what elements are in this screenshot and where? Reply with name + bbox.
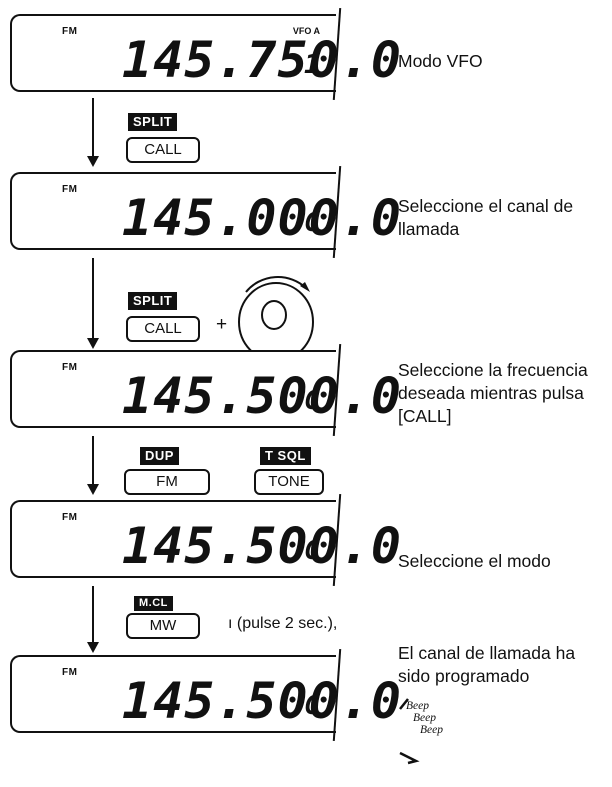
lcd-frequency: 145.500.0 <box>122 517 402 575</box>
lcd-mode-indicator: FM <box>62 184 78 195</box>
lcd-channel-indicator: C <box>304 691 320 721</box>
flow-arrow-head <box>87 156 99 167</box>
lcd-mode-indicator: FM <box>62 512 78 523</box>
beep-text-2: Beep <box>413 712 436 724</box>
split-function-label: SPLIT <box>128 292 178 310</box>
lcd-frequency: 145.500.0 <box>122 672 402 730</box>
mcl-function-label: M.CL <box>134 596 173 611</box>
lcd-display-call: FM 145.000.0 C <box>10 166 401 258</box>
lcd-mode-indicator: FM <box>62 26 78 37</box>
lcd-frequency: 145.000.0 <box>122 189 402 247</box>
flow-arrow-head <box>87 484 99 495</box>
call-key[interactable]: CALL <box>126 316 200 342</box>
fm-key[interactable]: FM <box>124 469 210 495</box>
lcd-display-programmed: FM 145.500.0 C <box>10 649 401 741</box>
lcd-display-mode: FM 145.500.0 C <box>10 494 401 586</box>
flow-arrow-line <box>92 586 94 644</box>
plus-sign: + <box>216 314 228 335</box>
beep-text-1: Beep <box>406 700 429 712</box>
lcd-mode-indicator: FM <box>62 667 78 678</box>
dup-function-label: DUP <box>140 447 179 465</box>
tsql-function-label: T SQL <box>260 447 311 465</box>
lcd-frequency: 145.750.0 <box>122 31 402 89</box>
lcd-vfo-indicator: VFO A <box>292 26 320 36</box>
beep-sound-icon <box>399 698 420 765</box>
tone-key[interactable]: TONE <box>254 469 324 495</box>
flow-arrow-line <box>92 436 94 486</box>
flow-arrow-head <box>87 338 99 349</box>
step-description: Seleccione la frecuencia deseada mientra… <box>398 360 588 426</box>
press-duration-text: (pulse 2 sec.), <box>236 615 338 632</box>
beep-text-3: Beep <box>420 724 443 736</box>
lcd-display-frequency: FM 145.500.0 C <box>10 344 401 436</box>
lcd-frequency: 145.500.0 <box>122 367 402 425</box>
call-key[interactable]: CALL <box>126 137 200 163</box>
lcd-channel-indicator: C <box>304 386 320 416</box>
lcd-channel-indicator: 1 <box>304 50 320 80</box>
step-description: Modo VFO <box>398 51 483 71</box>
flow-arrow-line <box>92 258 94 340</box>
lcd-channel-indicator: C <box>304 208 320 238</box>
step-description: El canal de llamada ha sido programado <box>398 643 576 686</box>
step-description: Seleccione el modo <box>398 551 551 571</box>
flow-arrow-head <box>87 642 99 653</box>
press-duration-note: ı (pulse 2 sec.), <box>228 615 338 632</box>
split-function-label: SPLIT <box>128 113 178 131</box>
step-description: Seleccione el canal de llamada <box>398 196 574 239</box>
lcd-mode-indicator: FM <box>62 362 78 373</box>
mw-key[interactable]: MW <box>126 613 200 639</box>
lcd-display-vfo: FM VFO A 145.750.0 1 <box>10 8 401 100</box>
flow-arrow-line <box>92 98 94 158</box>
lcd-channel-indicator: C <box>304 536 320 566</box>
dial-icon[interactable] <box>232 270 322 364</box>
